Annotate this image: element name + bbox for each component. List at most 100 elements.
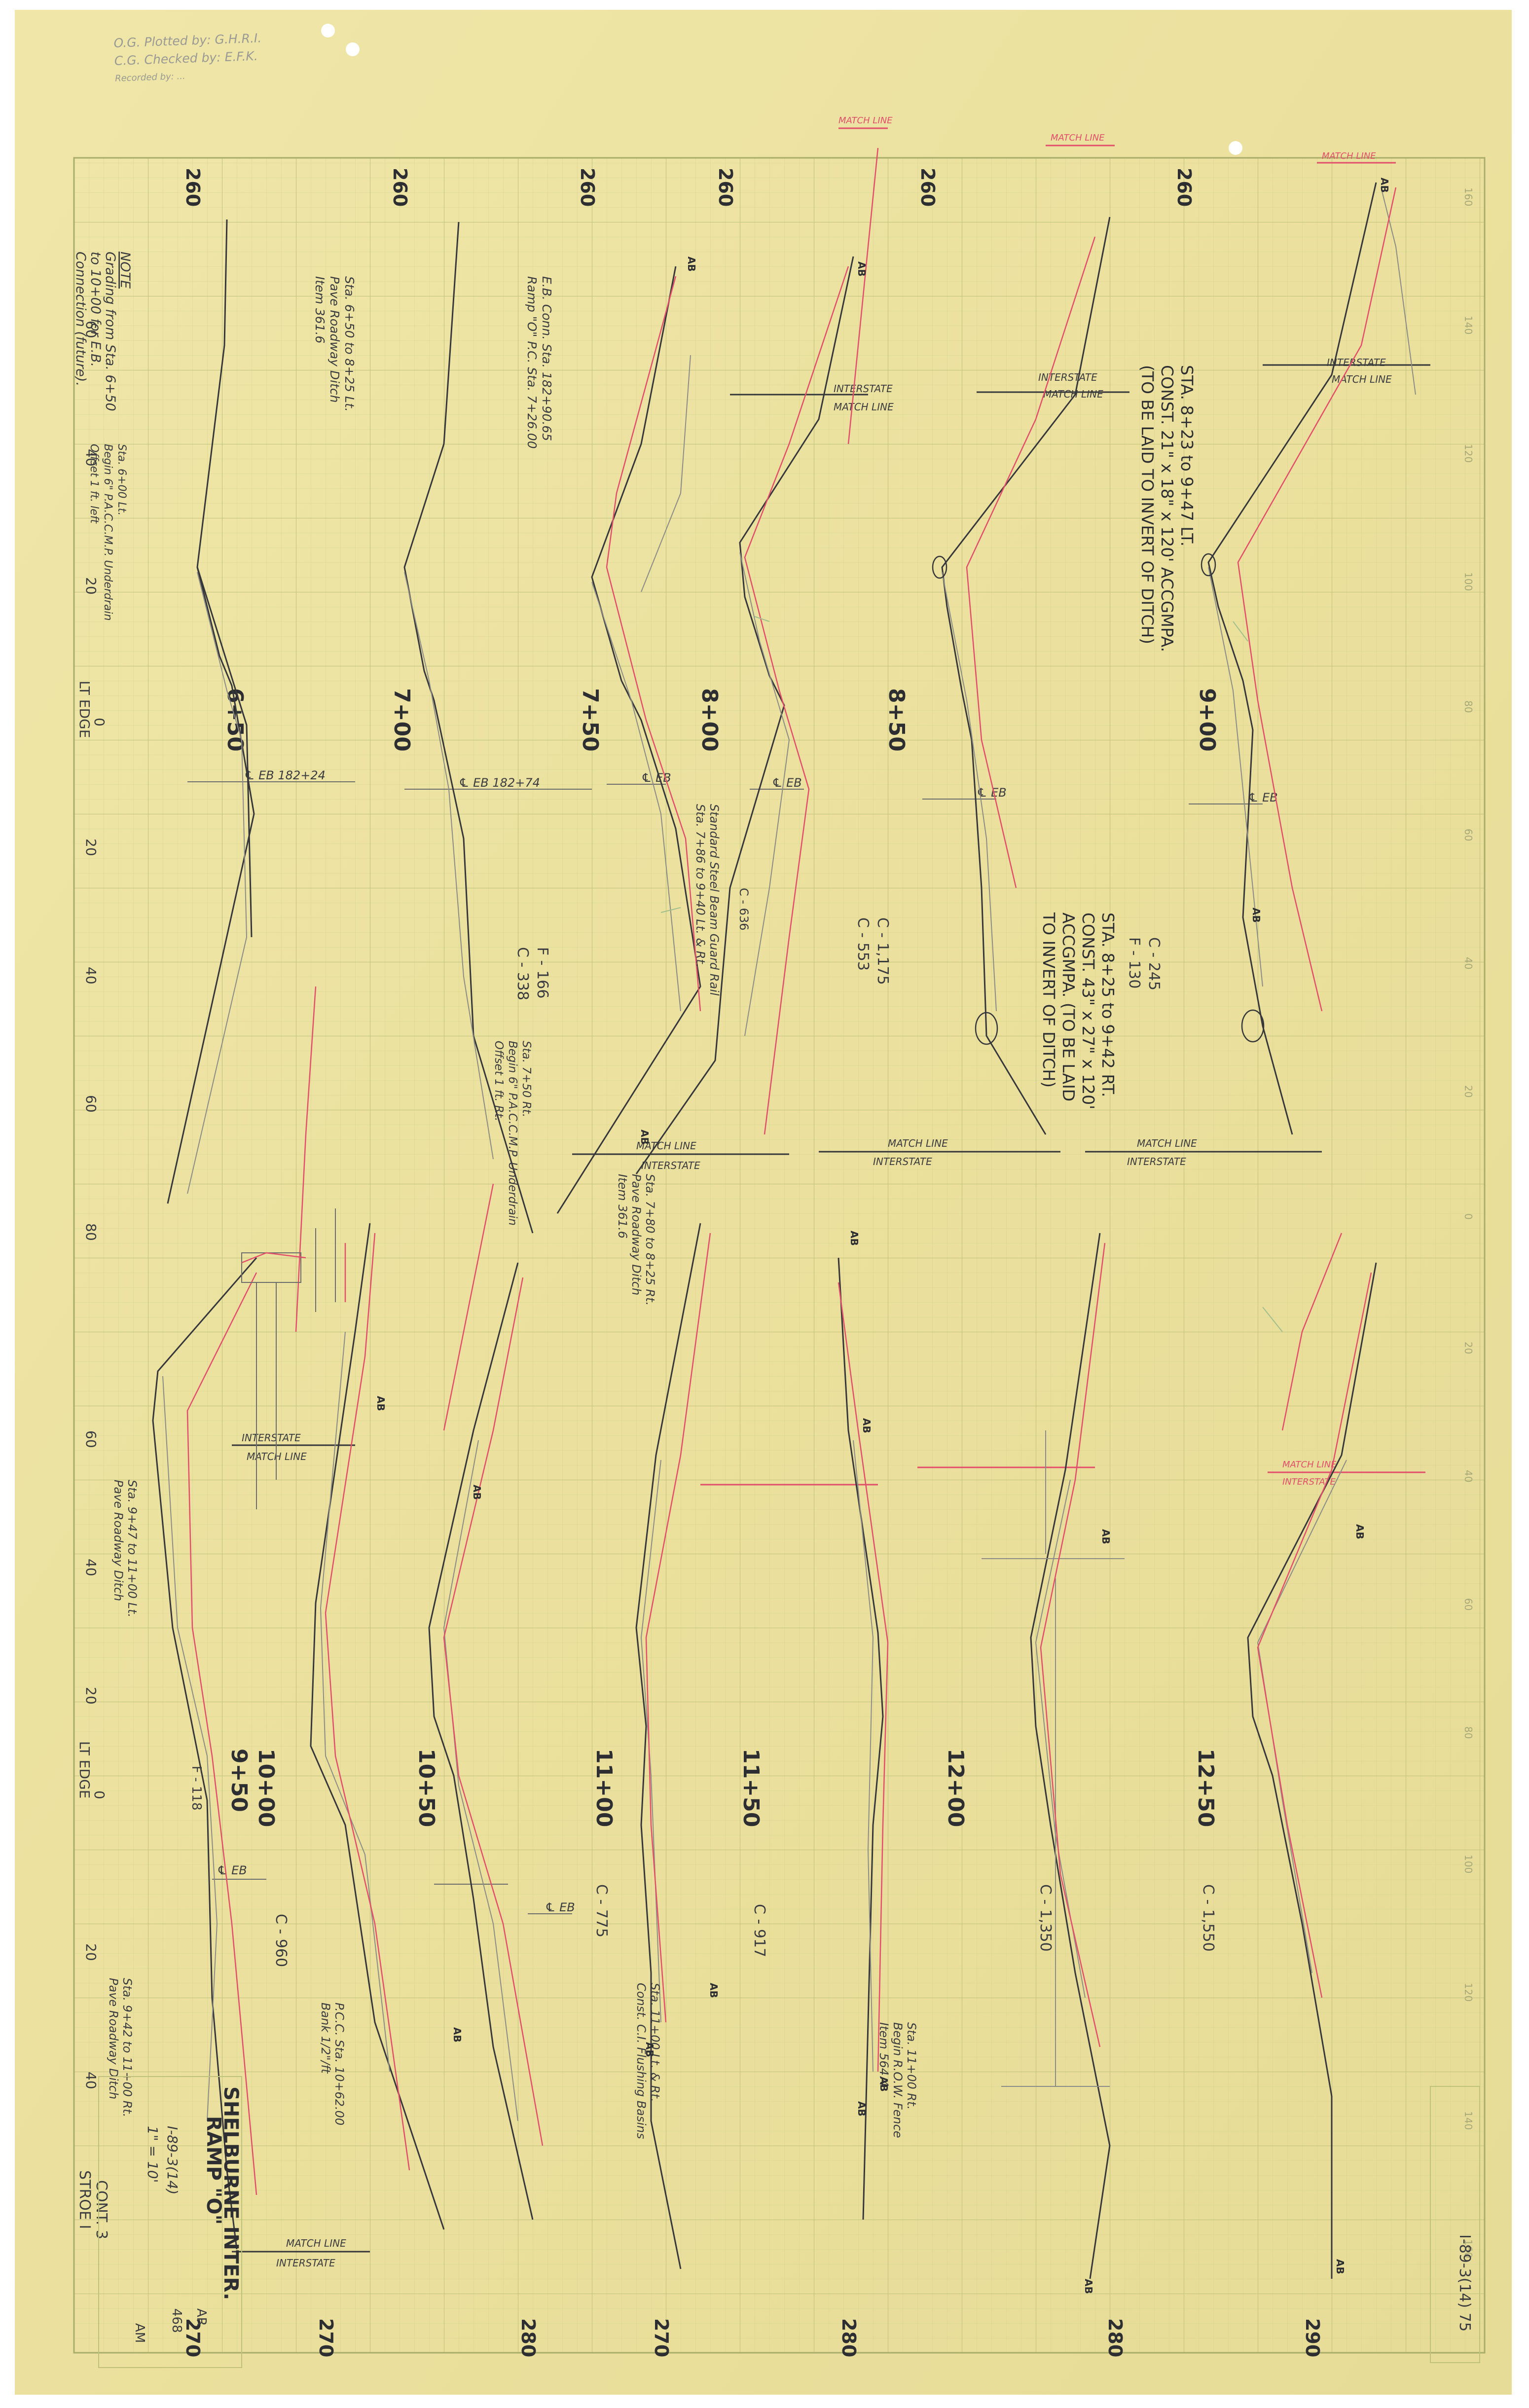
punch-hole [346, 42, 360, 56]
svg-text:Pave Roadway Ditch: Pave Roadway Ditch [111, 1480, 125, 1601]
svg-text:℄ EB: ℄ EB [545, 1900, 575, 1914]
bottom-elevations: 270 270 280 270 280 280 290 [182, 2318, 1323, 2357]
svg-text:20: 20 [83, 1943, 99, 1961]
svg-text:CONT. 3: CONT. 3 [93, 2180, 110, 2239]
svg-text:RAMP "O": RAMP "O" [202, 2116, 225, 2225]
svg-text:120: 120 [1462, 1983, 1474, 2002]
section-12-00 [1030, 1233, 1111, 2279]
offset-scale-upper: 60 40 20 LT EDGE 0 20 40 60 80 [76, 321, 108, 1241]
svg-text:AB: AB [375, 1396, 387, 1411]
svg-text:C - 338: C - 338 [514, 947, 531, 1000]
svg-text:INTERSTATE: INTERSTATE [834, 383, 893, 395]
svg-text:100: 100 [1462, 1855, 1474, 1873]
profiles-upper-red [295, 147, 1397, 1332]
station-label: 12+00 [943, 1749, 968, 1827]
svg-text:CONST. 43" x 27" x 120': CONST. 43" x 27" x 120' [1079, 912, 1098, 1109]
svg-text:40: 40 [83, 1559, 99, 1576]
svg-text:AB: AB [1354, 1524, 1366, 1539]
svg-text:60: 60 [1462, 1598, 1474, 1610]
svg-text:AM: AM [132, 2323, 147, 2343]
svg-text:Standard Steel Beam Guard Rail: Standard Steel Beam Guard Rail [707, 804, 721, 996]
station-label: 9+50 [226, 1749, 252, 1812]
svg-text:℄ EB: ℄ EB [217, 1863, 247, 1877]
svg-text:to 10+00 for E.B.: to 10+00 for E.B. [88, 252, 103, 367]
svg-text:℄ EB: ℄ EB [977, 786, 1007, 800]
elev-label: 260 [182, 168, 204, 207]
elev-label: 270 [651, 2318, 672, 2357]
pipe-symbols [932, 553, 1265, 1045]
svg-text:I-89-3(14) 75: I-89-3(14) 75 [1456, 2234, 1473, 2332]
svg-text:MATCH LINE: MATCH LINE [636, 1140, 696, 1152]
svg-text:INTERSTATE: INTERSTATE [873, 1156, 932, 1168]
svg-text:Offset 1 ft. left: Offset 1 ft. left [88, 444, 100, 524]
station-label: 8+00 [697, 688, 722, 752]
svg-text:AR: AR [194, 2308, 209, 2326]
svg-text:Sta. 6+00 Lt.: Sta. 6+00 Lt. [115, 444, 128, 515]
svg-text:C - 1,550: C - 1,550 [1200, 1884, 1217, 1952]
title-block-right: I-89-3(14) 75 [1430, 2086, 1480, 2363]
svg-text:Ramp "O" P.C. Sta. 7+26.00: Ramp "O" P.C. Sta. 7+26.00 [525, 276, 539, 449]
svg-text:(TO BE LAID TO INVERT OF DITCH: (TO BE LAID TO INVERT OF DITCH) [1138, 365, 1157, 644]
svg-text:20: 20 [1462, 1085, 1474, 1097]
svg-text:INTERSTATE: INTERSTATE [242, 1432, 301, 1444]
svg-text:Const. C.I. Flushing Basins: Const. C.I. Flushing Basins [634, 1983, 648, 2139]
title-block: RAMP "O" SHELBURNE INTER. I-89-3(14) 1" … [98, 2076, 242, 2368]
elev-label: 260 [715, 168, 736, 207]
section-10-50 [428, 1262, 534, 2220]
svg-text:80: 80 [1462, 1726, 1474, 1739]
note-pipe-lt: STA. 8+23 to 9+47 LT. CONST. 21" x 18" x… [1138, 365, 1197, 652]
svg-text:20: 20 [1462, 1342, 1474, 1354]
svg-text:Item 361.6: Item 361.6 [313, 276, 327, 343]
svg-text:Item 361.6: Item 361.6 [616, 1174, 629, 1239]
svg-text:20: 20 [83, 577, 99, 595]
elev-label: 260 [917, 168, 939, 207]
station-label: 10+50 [414, 1749, 439, 1827]
elev-label: 260 [577, 168, 598, 207]
offset-scale-lower: 60 40 20 LT EDGE 0 20 40 STROE I CONT. 3 [76, 1430, 110, 2239]
station-label: 7+00 [389, 688, 414, 752]
svg-text:C - 553: C - 553 [854, 917, 872, 971]
svg-text:LT EDGE: LT EDGE [76, 1741, 93, 1798]
note-pave-ditch-9-42: Sta. 9+42 to 11+00 Rt. Pave Roadway Ditc… [107, 1978, 134, 2117]
svg-text:80: 80 [1462, 700, 1474, 713]
svg-text:℄ EB: ℄ EB [1248, 791, 1278, 804]
station-labels-upper: 6+50 7+00 7+50 8+00 8+50 9+00 [222, 688, 1220, 752]
svg-text:℄ EB 182+24: ℄ EB 182+24 [244, 768, 326, 782]
note-flushing-basins: Sta. 11+00 Lt. & Rt. Const. C.I. Flushin… [634, 1983, 662, 2139]
red-match-labels: MATCH LINE MATCH LINE MATCH LINE MATCH L… [838, 115, 1376, 1487]
section-6-50 [167, 219, 255, 1204]
note-pave-ditch-lt: Sta. 6+50 to 8+25 Lt. Pave Roadway Ditch… [313, 276, 357, 412]
svg-text:AB: AB [856, 2101, 868, 2116]
svg-text:INTERSTATE: INTERSTATE [1127, 1156, 1186, 1168]
svg-text:ACCGMPA. (TO BE LAID: ACCGMPA. (TO BE LAID [1059, 912, 1078, 1101]
profiles-upper-pencil [187, 187, 1416, 1194]
section-9-00 [1207, 182, 1377, 1135]
svg-text:0: 0 [91, 1790, 108, 1799]
elev-label: 260 [389, 168, 411, 207]
svg-text:F - 166: F - 166 [534, 947, 551, 998]
svg-text:468: 468 [169, 2308, 184, 2333]
svg-text:140: 140 [1462, 2111, 1474, 2130]
station-label: 11+50 [738, 1749, 764, 1827]
svg-text:CONST. 21" x 18" x 120' ACCGMP: CONST. 21" x 18" x 120' ACCGMPA. [1158, 365, 1177, 652]
station-label: 9+00 [1195, 688, 1220, 752]
svg-text:AB: AB [878, 2077, 890, 2092]
note-pave-ditch-9-47: Sta. 9+47 to 11+00 Lt. Pave Roadway Ditc… [111, 1480, 139, 1617]
svg-text:40: 40 [83, 449, 99, 467]
svg-text:AB: AB [856, 261, 868, 277]
quantities-lower: C - 960 C - 775 C - 917 C - 1,350 C - 1,… [189, 1766, 1217, 1967]
svg-text:Grading from Sta. 6+50: Grading from Sta. 6+50 [103, 252, 118, 411]
note-guard-rail: Standard Steel Beam Guard Rail Sta. 7+86… [693, 804, 721, 996]
svg-text:E.B. Conn. Sta. 182+90.65: E.B. Conn. Sta. 182+90.65 [540, 276, 554, 441]
svg-text:Sta. 9+47 to 11+00 Lt.: Sta. 9+47 to 11+00 Lt. [125, 1480, 139, 1617]
profiles-lower-ink [152, 1223, 1377, 2279]
svg-text:MATCH LINE: MATCH LINE [888, 1137, 948, 1149]
profiles-green [660, 616, 1283, 1332]
svg-text:STA. 8+25 to 9+42 RT.: STA. 8+25 to 9+42 RT. [1098, 912, 1118, 1097]
note-eb-conn: E.B. Conn. Sta. 182+90.65 Ramp "O" P.C. … [525, 276, 554, 449]
section-11-50 [837, 1257, 884, 2220]
svg-text:LT EDGE: LT EDGE [76, 681, 93, 738]
svg-text:I-89-3(14): I-89-3(14) [164, 2126, 181, 2194]
svg-text:Pave Roadway Ditch: Pave Roadway Ditch [107, 1978, 120, 2099]
svg-text:AB: AB [1250, 908, 1262, 923]
